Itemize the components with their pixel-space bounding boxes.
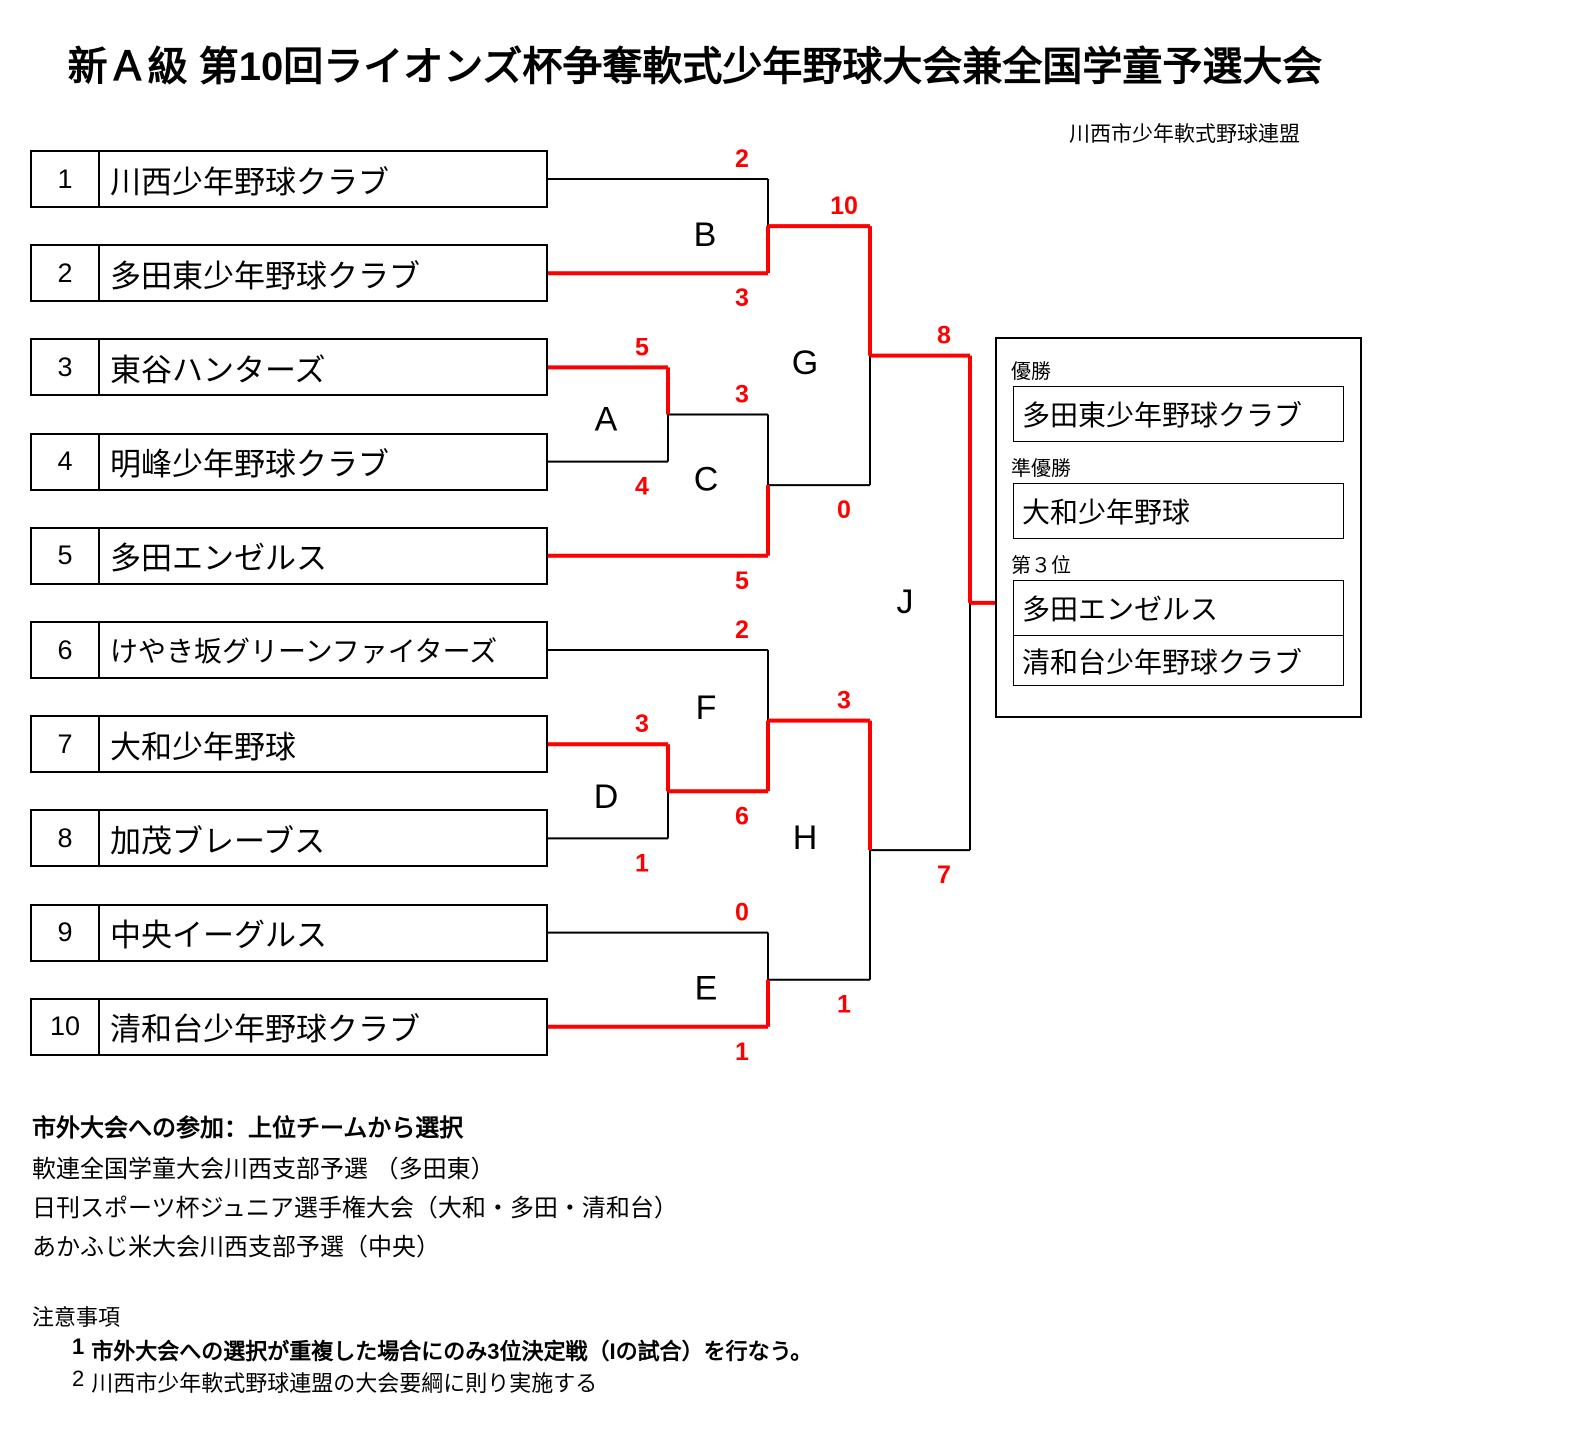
match-F-bottom-score: 6 (735, 802, 749, 830)
team-seed-9: 9 (32, 905, 100, 960)
team-seed-2: 2 (32, 246, 100, 301)
team-box-6: 6 けやき坂グリーンファイターズ (30, 621, 548, 679)
external-tournament-line-3: あかふじ米大会川西支部予選（中央） (32, 1234, 440, 1261)
team-name-1: 川西少年野球クラブ (110, 164, 389, 200)
match-label-D: D (594, 778, 619, 816)
match-B-bottom-score: 3 (735, 284, 749, 312)
team-box-5: 5 多田エンゼルス (30, 526, 548, 585)
team-name-7: 大和少年野球 (110, 729, 296, 765)
match-C-bottom-score: 5 (735, 567, 749, 595)
note-number-2: 2 (72, 1366, 85, 1391)
third-place-label: 第３位 (1011, 555, 1071, 577)
match-label-C: C (694, 461, 719, 499)
note-text-2: 川西市少年軟式野球連盟の大会要綱に則り実施する (91, 1371, 598, 1396)
third-place-value-2: 清和台少年野球クラブ (1013, 636, 1344, 686)
match-H-bottom-score: 1 (837, 991, 851, 1019)
match-label-J: J (897, 583, 914, 621)
team-box-7: 7 大和少年野球 (30, 715, 548, 774)
note-number-1: 1 (72, 1334, 85, 1359)
match-F-top-score: 2 (735, 616, 749, 644)
match-J-bottom-score: 7 (937, 861, 951, 889)
match-A-top-score: 5 (635, 333, 649, 361)
third-place-group: 第３位 多田エンゼルス 清和台少年野球クラブ (997, 549, 1360, 686)
team-seed-4: 4 (32, 434, 100, 489)
match-E-top-score: 0 (735, 899, 749, 927)
team-seed-5: 5 (32, 528, 100, 583)
results-panel: 優勝 多田東少年野球クラブ 準優勝 大和少年野球 第３位 多田エンゼルス 清和台… (995, 337, 1362, 718)
team-name-3: 東谷ハンターズ (110, 352, 326, 388)
notes-heading: 注意事項 (32, 1305, 121, 1330)
match-J-top-score: 8 (937, 322, 951, 350)
match-G-top-score: 10 (830, 192, 858, 220)
team-seed-6: 6 (32, 623, 100, 677)
organization-name: 川西市少年軟式野球連盟 (1069, 123, 1300, 146)
champion-label: 優勝 (1011, 361, 1051, 383)
match-E-bottom-score: 1 (735, 1038, 749, 1066)
team-name-5: 多田エンゼルス (110, 541, 327, 577)
team-name-8: 加茂ブレーブス (110, 823, 326, 859)
team-box-2: 2 多田東少年野球クラブ (30, 244, 548, 303)
notes-section: 注意事項 1 市外大会への選択が重複した場合にのみ3位決定戦（Iの試合）を行なう… (32, 1300, 1232, 1398)
match-H-top-score: 3 (837, 687, 851, 715)
match-B-top-score: 2 (735, 145, 749, 173)
team-box-4: 4 明峰少年野球クラブ (30, 432, 548, 491)
match-A-bottom-score: 4 (635, 473, 649, 501)
team-box-9: 9 中央イーグルス (30, 903, 548, 962)
match-C-top-score: 3 (735, 381, 749, 409)
match-label-G: G (792, 344, 818, 382)
runner-up-value: 大和少年野球 (1013, 483, 1344, 539)
team-name-2: 多田東少年野球クラブ (110, 258, 420, 294)
team-name-4: 明峰少年野球クラブ (110, 447, 389, 483)
team-name-6: けやき坂グリーンファイターズ (110, 636, 498, 667)
team-seed-8: 8 (32, 811, 100, 866)
team-box-8: 8 加茂ブレーブス (30, 809, 548, 868)
external-tournament-line-2: 日刊スポーツ杯ジュニア選手権大会（大和・多田・清和台） (32, 1195, 678, 1222)
external-tournament-section: 市外大会への参加：上位チームから選択 軟連全国学童大会川西支部予選 （多田東） … (32, 1108, 1232, 1266)
match-D-top-score: 3 (635, 710, 649, 738)
runner-up-label: 準優勝 (1011, 458, 1071, 480)
team-seed-7: 7 (32, 717, 100, 772)
match-G-bottom-score: 0 (837, 496, 851, 524)
note-text-1: 市外大会への選択が重複した場合にのみ3位決定戦（Iの試合）を行なう。 (91, 1339, 813, 1364)
third-place-value-1: 多田エンゼルス (1013, 580, 1344, 636)
team-box-1: 1 川西少年野球クラブ (30, 150, 548, 208)
external-tournament-heading: 市外大会への参加：上位チームから選択 (32, 1115, 464, 1142)
match-label-E: E (695, 970, 718, 1008)
champion-group: 優勝 多田東少年野球クラブ (997, 355, 1360, 442)
team-box-10: 10 清和台少年野球クラブ (30, 997, 548, 1056)
match-label-B: B (694, 216, 717, 254)
team-name-10: 清和台少年野球クラブ (110, 1012, 420, 1048)
team-seed-10: 10 (32, 999, 100, 1054)
note-item-2: 2 川西市少年軟式野球連盟の大会要綱に則り実施する (72, 1366, 1232, 1398)
page-title: 新Ａ級 第10回ライオンズ杯争奪軟式少年野球大会兼全国学童予選大会 (67, 45, 1323, 89)
external-tournament-line-1: 軟連全国学童大会川西支部予選 （多田東） (32, 1156, 495, 1183)
champion-value: 多田東少年野球クラブ (1013, 386, 1344, 442)
runner-up-group: 準優勝 大和少年野球 (997, 452, 1360, 539)
team-box-3: 3 東谷ハンターズ (30, 338, 548, 397)
match-label-H: H (793, 819, 818, 857)
team-seed-3: 3 (32, 340, 100, 395)
match-label-F: F (696, 689, 717, 727)
match-label-A: A (595, 400, 618, 438)
team-name-9: 中央イーグルス (110, 918, 327, 954)
team-seed-1: 1 (32, 152, 100, 206)
note-item-1: 1 市外大会への選択が重複した場合にのみ3位決定戦（Iの試合）を行なう。 (72, 1334, 1232, 1366)
match-D-bottom-score: 1 (635, 849, 649, 877)
